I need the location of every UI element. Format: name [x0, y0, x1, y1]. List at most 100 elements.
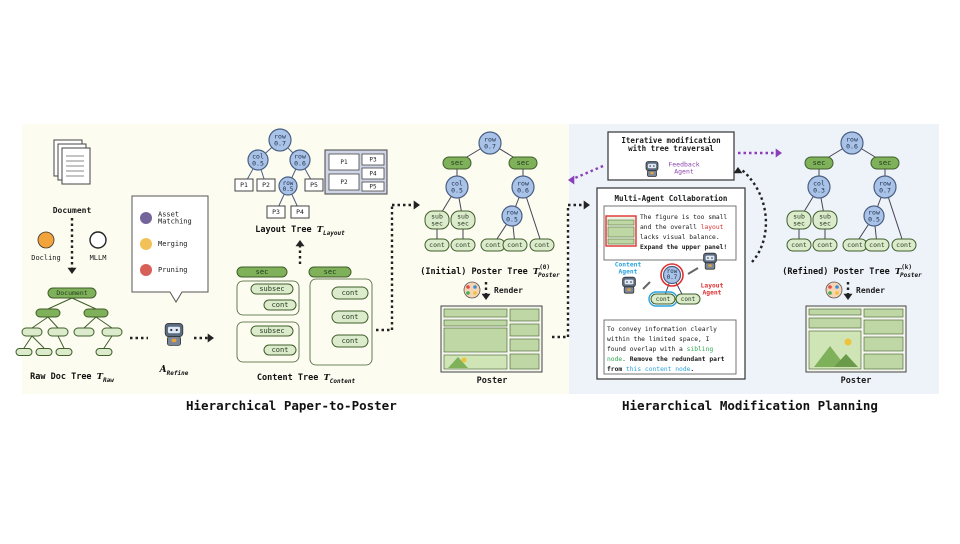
refined-tree-col-node [807, 175, 831, 199]
refine-agent-chest [171, 338, 177, 343]
mini-row-node [662, 265, 682, 285]
content-to-layout-arrowhead [295, 240, 305, 247]
content-cont-b-label: cont [272, 346, 289, 354]
content-msg-line-2: found overlap with a sibling [607, 346, 713, 353]
hmp-caption: Hierarchical Modification Planning [622, 398, 878, 413]
layout-msg-line-1: and the overall layout [640, 224, 724, 231]
refined-poster-image-mountain [814, 346, 846, 367]
mini-cont-left-label: cont [656, 296, 671, 303]
merging-icon [140, 238, 152, 250]
initial-tree-palette-dot [473, 291, 477, 295]
content-group-a [236, 280, 300, 316]
docling-icon [37, 231, 55, 249]
refined-tree-sec-left [804, 156, 834, 170]
layout-leaf-P1 [234, 178, 254, 192]
content-to-poster-arrowhead [413, 200, 420, 210]
initial-tree-cont-3-label: cont [507, 241, 523, 249]
layout-msg-thumb-block-0 [607, 219, 635, 226]
layout-root-node [268, 128, 292, 152]
refined-tree-palette-dot [828, 285, 832, 289]
content-subsec-a-label: subsec [259, 285, 284, 293]
initial-tree-sec-left-label: sec [451, 159, 464, 167]
content-cont-c-1-label: cont [342, 313, 359, 321]
layout-agent-wrench [687, 267, 699, 275]
initial-poster-block-7 [509, 353, 540, 370]
refined-tree-sec-right-label: sec [879, 159, 892, 167]
refine-agent-eye-l [170, 328, 173, 332]
refined-poster-block-6 [863, 353, 904, 370]
layout-grid-cell-3 [328, 173, 360, 191]
raw-l1-node-1 [83, 308, 109, 318]
content-subsec-b-label: subsec [259, 327, 284, 335]
layout-msg-line-2: lacks visual balance. [640, 234, 720, 241]
feedback-right-arrowhead [775, 148, 782, 158]
layout-leaf-label-P1: P1 [240, 181, 248, 189]
raw-edge [57, 335, 65, 349]
content-subsec-a [250, 283, 294, 295]
initial-poster-block-1 [443, 319, 508, 327]
layout-msg-box [603, 205, 737, 261]
refined-tree-row-mid-node [863, 205, 885, 227]
layout-grid-label-1: P3 [369, 156, 377, 163]
refined-tree-subsec-left [786, 210, 812, 230]
layout-grid-cell-4 [361, 181, 385, 192]
raw-l3-node-0 [15, 348, 33, 356]
layout-agent-eye-l [707, 257, 709, 259]
raw-edge [71, 297, 97, 310]
content-agent-eye-l [626, 281, 628, 283]
refined-tree-row-right-node [873, 175, 897, 199]
raw-root-node-label: Document [56, 289, 87, 297]
content-msg-line-3: node. Remove the redundant part [607, 356, 725, 363]
content-sec-b [308, 266, 352, 278]
initial-tree-palette-icon [463, 281, 481, 299]
refined-poster-image-sun [844, 338, 852, 346]
layout-leaf-label-P4: P4 [296, 208, 304, 216]
refined-poster-block-3 [863, 308, 904, 318]
initial-poster-label: Poster [477, 376, 508, 386]
refined-poster-block-5 [863, 336, 904, 352]
refined-tree-cont-0-label: cont [791, 241, 807, 249]
layout-msg-thumb-block-1 [607, 226, 635, 238]
layout-leaf-label-P2: P2 [262, 181, 270, 189]
initial-tree-cont-1-label: cont [455, 241, 471, 249]
raw-edge [23, 335, 33, 349]
refine-agent-eye-r [175, 328, 178, 332]
refined-tree-cont-4 [891, 238, 917, 252]
refined-tree-cont-4-label: cont [896, 241, 912, 249]
refined-tree-sec-left-label: sec [813, 159, 826, 167]
asset-matching-icon [140, 212, 152, 224]
layout-grid-label-4: P5 [369, 183, 377, 190]
content-cont-c-0-label: cont [342, 289, 359, 297]
initial-tree-root-node [478, 131, 502, 155]
content-subsec-b [250, 325, 294, 337]
initial-tree-subsec-right [450, 210, 476, 230]
content-cont-c-1 [331, 310, 369, 324]
raw-l2-node-2 [73, 327, 95, 337]
initial-tree-row-right-node [511, 175, 535, 199]
raw-edge [103, 335, 113, 349]
poster-to-collab-arrowhead [583, 200, 590, 210]
initial-tree-render-arrowhead [481, 293, 491, 300]
mllm-label: MLLM [90, 254, 107, 262]
initial-tree-cont-4-label: cont [534, 241, 550, 249]
refined-poster-block-0 [808, 308, 862, 316]
layout-row-right-node [289, 149, 311, 171]
refined-tree-palette-icon [825, 281, 843, 299]
refined-tree-cont-3-label: cont [869, 241, 885, 249]
content-cont-c-2 [331, 334, 369, 348]
feedback-agent-face [647, 163, 657, 169]
collab-to-feedback-arrow [741, 169, 768, 263]
initial-tree-caption: (Initial) Poster Tree T(0)Poster [420, 264, 560, 279]
layout-leaf-P3 [266, 205, 286, 219]
content-agent-chest [627, 288, 631, 291]
